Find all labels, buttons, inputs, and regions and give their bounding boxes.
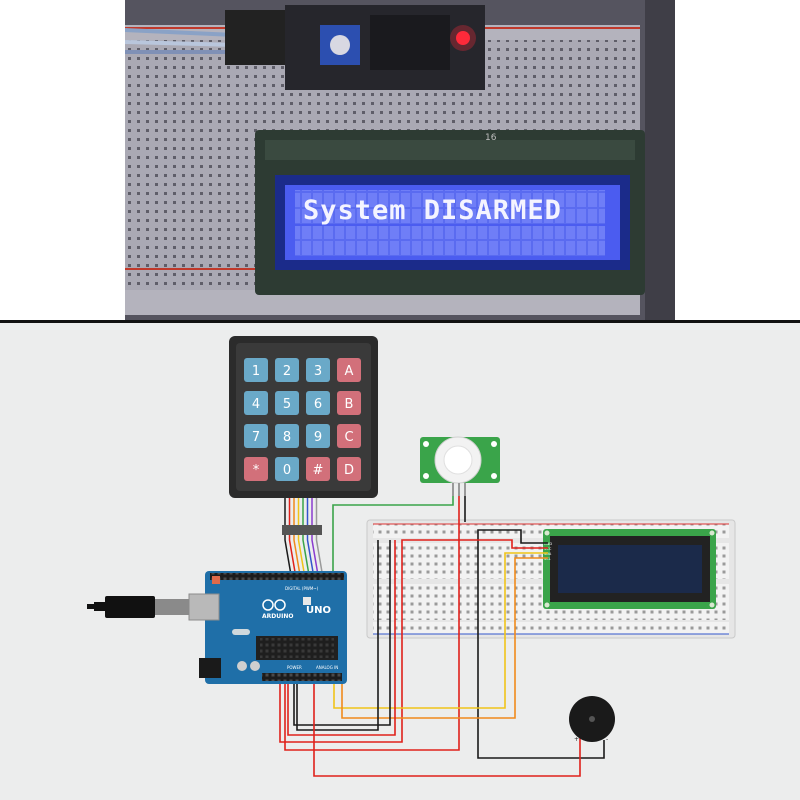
buzzer-plus-label: + (574, 736, 579, 743)
keypad-key-label: D (344, 463, 354, 478)
lcd-pin-count: 16 (485, 133, 497, 143)
keypad-key-label: 6 (314, 397, 322, 412)
keypad-key-body[interactable] (337, 424, 361, 448)
keypad-key-5[interactable]: 5 (275, 391, 299, 415)
keypad-connector (282, 525, 322, 535)
photo-lcd-display: 16 System DISARMED (125, 0, 675, 320)
keypad-key-B[interactable]: B (337, 391, 361, 415)
keypad-4x4[interactable]: 1 2 3 A 4 5 6 B 7 8 9 C * 0 # D (229, 336, 378, 576)
arduino-power-label: POWER (287, 665, 302, 670)
keypad-key-9[interactable]: 9 (306, 424, 330, 448)
keypad-key-label: 3 (314, 364, 322, 379)
keypad-key-body[interactable] (306, 424, 330, 448)
keypad-key-D[interactable]: D (337, 457, 361, 481)
keypad-key-body[interactable] (275, 457, 299, 481)
keypad-key-6[interactable]: 6 (306, 391, 330, 415)
keypad-key-body[interactable] (337, 457, 361, 481)
keypad-key-#[interactable]: # (306, 457, 330, 481)
keypad-key-body[interactable] (244, 457, 268, 481)
keypad-key-body[interactable] (244, 358, 268, 382)
keypad-key-label: C (344, 430, 353, 445)
keypad-key-body[interactable] (306, 358, 330, 382)
keypad-key-label: 1 (252, 364, 260, 379)
arduino-digital-label: DIGITAL (PWM~) (285, 586, 319, 591)
keypad-key-body[interactable] (275, 358, 299, 382)
lcd-line-1: System DISARMED (303, 195, 562, 226)
keypad-ribbon-wire (311, 498, 319, 576)
keypad-key-label: 7 (252, 430, 260, 445)
lcd-pin-label: GND (544, 542, 552, 546)
keypad-key-8[interactable]: 8 (275, 424, 299, 448)
keypad-key-A[interactable]: A (337, 358, 361, 382)
keypad-key-2[interactable]: 2 (275, 358, 299, 382)
keypad-key-body[interactable] (244, 424, 268, 448)
keypad-key-body[interactable] (337, 358, 361, 382)
keypad-key-*[interactable]: * (244, 457, 268, 481)
keypad-key-label: 0 (283, 463, 291, 478)
lcd-pin-label: SCL (544, 557, 551, 561)
arduino-analog-label: ANALOG IN (316, 665, 338, 670)
ribbon-wires (125, 28, 236, 54)
keypad-key-label: 9 (314, 430, 322, 445)
arduino-uno[interactable]: UNO ARDUINO DIGITAL (PWM~) POWER ANALOG … (188, 571, 347, 684)
keypad-key-0[interactable]: 0 (275, 457, 299, 481)
keypad-ribbon-wire (302, 498, 310, 576)
keypad-ribbon-wire (315, 498, 324, 576)
lcd-pin-label: SDA (544, 552, 552, 556)
wires (279, 496, 605, 777)
keypad-key-body[interactable] (275, 424, 299, 448)
keypad-key-4[interactable]: 4 (244, 391, 268, 415)
keypad-key-body[interactable] (306, 457, 330, 481)
buzzer-minus-label: - (606, 736, 608, 743)
keypad-key-3[interactable]: 3 (306, 358, 330, 382)
arduino-brand-label: ARDUINO (262, 613, 293, 620)
keypad-key-label: # (313, 463, 324, 478)
keypad-key-body[interactable] (337, 391, 361, 415)
keypad-ribbon-wire (306, 498, 315, 576)
arduino-model-label: UNO (306, 605, 331, 616)
keypad-key-body[interactable] (275, 391, 299, 415)
keypad-key-label: 4 (252, 397, 260, 412)
keypad-key-body[interactable] (306, 391, 330, 415)
keypad-ribbon-wire (293, 498, 301, 576)
keypad-key-body[interactable] (244, 391, 268, 415)
lcd-module: 16 System DISARMED (255, 130, 645, 295)
keypad-key-7[interactable]: 7 (244, 424, 268, 448)
divider (0, 320, 800, 323)
keypad-key-label: 5 (283, 397, 291, 412)
keypad-key-C[interactable]: C (337, 424, 361, 448)
keypad-key-label: 2 (283, 364, 291, 379)
keypad-key-label: * (253, 463, 260, 478)
keypad-ribbon-wire (288, 498, 297, 576)
keypad-key-1[interactable]: 1 (244, 358, 268, 382)
i2c-backpack (225, 5, 485, 90)
pir-sensor[interactable] (420, 436, 500, 496)
keypad-key-label: 8 (283, 430, 291, 445)
keypad-key-label: A (345, 364, 354, 379)
piezo-buzzer[interactable]: + - (569, 696, 615, 743)
arduino-logo-icon (262, 599, 286, 611)
keypad-key-label: B (345, 397, 354, 412)
usb-cable (87, 596, 189, 618)
lcd-pin-label: VCC (544, 547, 552, 551)
keypad-ribbon-wire (284, 498, 292, 576)
keypad-ribbon-wire (297, 498, 306, 576)
